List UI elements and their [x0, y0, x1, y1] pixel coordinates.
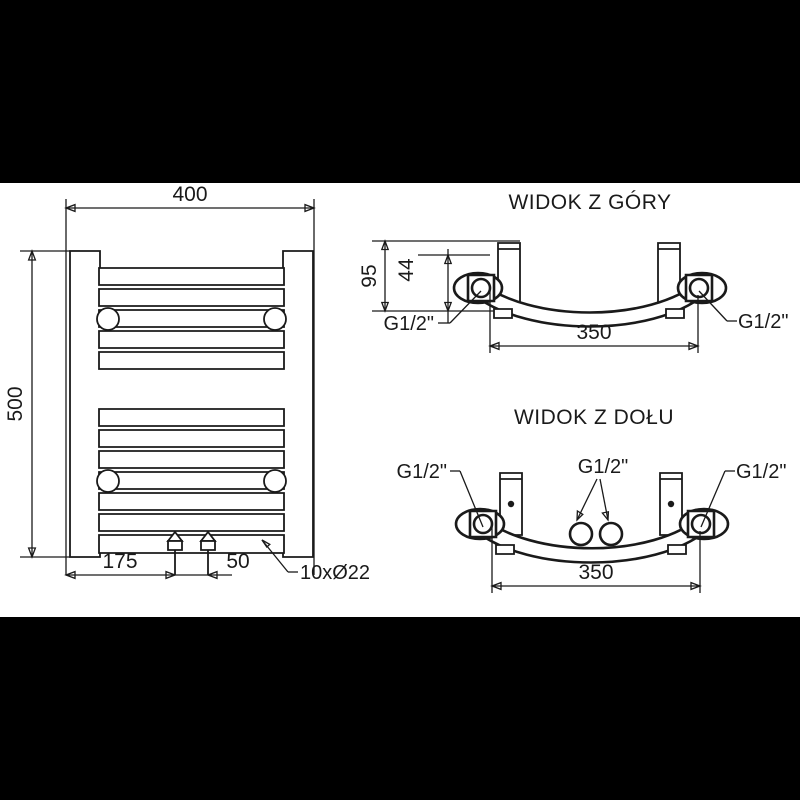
top-connector-right [676, 271, 728, 305]
front-view: 400 500 [4, 183, 370, 584]
rail-tube [98, 471, 285, 490]
top-connection-left-label: G1/2" [384, 313, 434, 335]
front-left-post [69, 250, 101, 558]
foot [495, 544, 515, 555]
bottom-connector-left [454, 507, 506, 541]
bottom-view: WIDOK Z DOŁU G1/2" [397, 406, 786, 593]
bracket-knob [96, 469, 120, 493]
top-connector-left [452, 271, 504, 305]
rail-tube [98, 309, 285, 328]
front-valve-right [199, 530, 217, 575]
top-connection-right-callout: G1/2" [698, 290, 788, 333]
thread-circle [472, 513, 494, 535]
front-width-value: 400 [172, 183, 207, 206]
thread-circle [690, 513, 712, 535]
front-bottom-dimension: 175 50 [64, 550, 250, 580]
top-view: WIDOK Z GÓRY 95 44 [358, 191, 788, 353]
top-depth-value: 95 [358, 264, 381, 287]
rail-tube [98, 351, 285, 370]
rail-tube [98, 408, 285, 427]
top-inner-depth-dimension: 44 [395, 249, 490, 323]
top-connection-left-callout: G1/2" [384, 290, 482, 335]
front-valve-left [166, 530, 184, 575]
front-bracket-upper [96, 307, 287, 331]
bottom-connector-right [678, 507, 730, 541]
hole-dot [667, 500, 675, 508]
front-right-post [282, 250, 314, 558]
foot [667, 544, 687, 555]
front-height-value: 500 [4, 386, 27, 421]
thread-circle [598, 521, 624, 547]
bottom-connection-left-label: G1/2" [397, 461, 447, 483]
front-tube-callout-label: 10xØ22 [300, 562, 370, 584]
foot [665, 308, 685, 319]
front-bracket-lower [96, 469, 287, 493]
rail-tube [98, 450, 285, 469]
rail-tube [98, 429, 285, 448]
bottom-connection-left-callout: G1/2" [397, 461, 484, 528]
hole-dot [507, 500, 515, 508]
top-width-dimension: 350 [488, 291, 700, 353]
front-width-dimension: 400 [64, 183, 316, 575]
thread-circle [568, 521, 594, 547]
bracket-knob [263, 307, 287, 331]
rail-tube [98, 288, 285, 307]
foot [493, 308, 513, 319]
bottom-black-bar [0, 617, 800, 800]
front-spacing-value: 50 [226, 550, 249, 573]
thread-circle [688, 277, 710, 299]
bracket-knob [96, 307, 120, 331]
bottom-center-threads [568, 521, 624, 547]
bottom-connection-center-callout: G1/2" [576, 456, 628, 522]
top-inner-depth-value: 44 [395, 258, 418, 282]
bottom-connection-center-label: G1/2" [578, 456, 628, 478]
top-width-value: 350 [576, 321, 611, 344]
drawing-canvas: 400 500 [0, 183, 800, 617]
top-connection-right-label: G1/2" [738, 311, 788, 333]
top-black-bar [0, 0, 800, 183]
rail-tube [98, 513, 285, 532]
rail-tube [98, 267, 285, 286]
thread-circle [470, 277, 492, 299]
bottom-connection-right-callout: G1/2" [700, 461, 786, 528]
front-rail-group [98, 267, 285, 554]
bottom-connection-right-label: G1/2" [736, 461, 786, 483]
front-tube-callout: 10xØ22 [261, 539, 370, 584]
bottom-width-value: 350 [578, 561, 613, 584]
bottom-pipe-stub-right [659, 472, 683, 536]
bottom-width-dimension: 350 [490, 527, 702, 593]
top-view-title: WIDOK Z GÓRY [508, 191, 671, 214]
bottom-view-title: WIDOK Z DOŁU [514, 406, 674, 429]
front-height-dimension: 500 [4, 249, 80, 559]
rail-tube [98, 534, 285, 554]
bracket-knob [263, 469, 287, 493]
rail-tube [98, 492, 285, 511]
rail-tube [98, 330, 285, 349]
front-offset-value: 175 [102, 550, 137, 573]
